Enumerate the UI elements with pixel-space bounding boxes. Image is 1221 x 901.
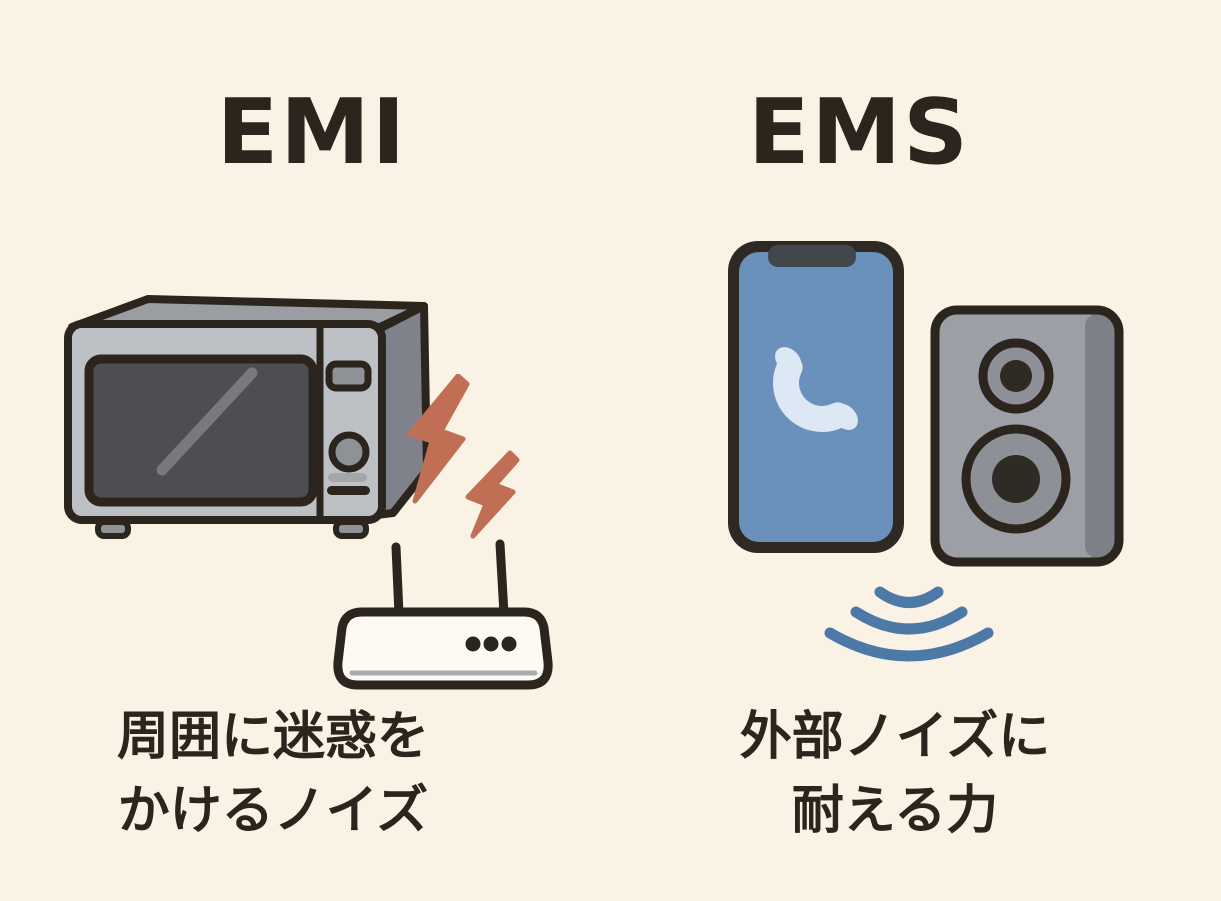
router-antenna-left (391, 542, 404, 619)
right-caption-line2: 耐える力 (791, 781, 999, 841)
radio-waves-icon (824, 586, 994, 662)
speaker-tweeter-cone (1000, 360, 1032, 392)
speaker-woofer-cone (992, 455, 1040, 503)
phone-notch (768, 245, 856, 267)
radio-wave-medium (850, 606, 968, 635)
left-caption-line2: かけるノイズ (117, 781, 429, 841)
microwave-foot-right (333, 519, 369, 539)
left-caption: 周囲に迷惑を かけるノイズ (23, 700, 523, 848)
lightning-bolts-icon (407, 374, 520, 539)
router-led-3 (501, 636, 517, 652)
microwave-handle-slot-dark (327, 486, 370, 495)
lightning-bolt-large (407, 374, 470, 504)
left-title-emi: EMI (216, 80, 408, 185)
microwave-glass-reflection (156, 367, 258, 476)
router-body (333, 607, 553, 690)
left-caption-line1: 周囲に迷惑を (116, 707, 429, 767)
speaker-side-shade (1085, 314, 1115, 558)
phone-screen (739, 252, 893, 542)
router-antenna-right (495, 539, 509, 619)
right-caption-line1: 外部ノイズに (739, 707, 1051, 767)
router-led-1 (465, 636, 481, 652)
wifi-router-icon (333, 539, 553, 690)
smartphone-icon (728, 241, 904, 553)
microwave-foot-left (95, 519, 131, 539)
speaker-icon (930, 305, 1124, 567)
radio-wave-small (874, 586, 944, 608)
right-caption: 外部ノイズに 耐える力 (645, 700, 1145, 848)
microwave-knob (328, 431, 370, 473)
microwave-handle-slot-light (328, 473, 367, 482)
phone-call-icon (773, 347, 858, 432)
speaker-outline (930, 305, 1124, 567)
radio-wave-large (824, 627, 994, 662)
router-led-2 (483, 636, 499, 652)
microwave-oven-icon (64, 295, 431, 539)
lightning-bolt-small (465, 450, 520, 539)
microwave-display (325, 360, 372, 392)
right-title-ems: EMS (748, 80, 970, 185)
